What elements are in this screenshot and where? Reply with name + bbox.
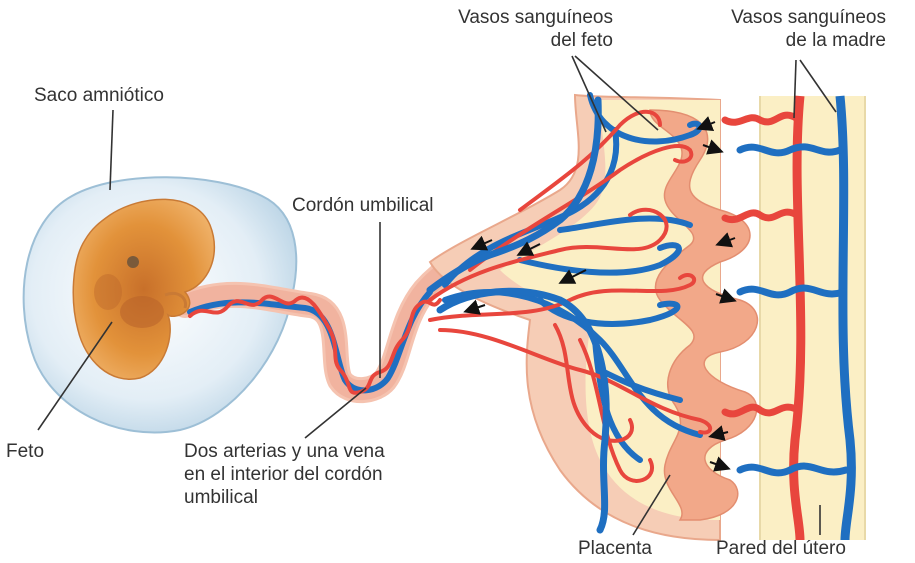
label-pared-utero: Pared del útero bbox=[716, 537, 846, 560]
intervillous-space bbox=[500, 100, 720, 520]
leader-lines bbox=[37, 55, 837, 536]
label-dos-arterias-line3: umbilical bbox=[184, 487, 258, 508]
label-pared-utero-text: Pared del útero bbox=[716, 538, 846, 559]
maternal-branches bbox=[721, 111, 850, 477]
label-feto: Feto bbox=[6, 440, 44, 463]
label-vasos-madre-line1: Vasos sanguíneos bbox=[731, 7, 886, 28]
cord-artery bbox=[188, 294, 442, 395]
label-vasos-feto-line2: del feto bbox=[550, 30, 613, 51]
label-vasos-madre-line2: de la madre bbox=[785, 30, 886, 51]
label-placenta: Placenta bbox=[578, 537, 652, 560]
fetus bbox=[72, 198, 215, 380]
label-placenta-text: Placenta bbox=[578, 538, 652, 559]
label-dos-arterias: Dos arterias y una vena en el interior d… bbox=[184, 440, 385, 509]
label-cordon-umbilical-text: Cordón umbilical bbox=[292, 195, 434, 216]
maternal-vein bbox=[835, 95, 856, 541]
label-vasos-feto-line1: Vasos sanguíneos bbox=[458, 7, 613, 28]
placenta-main-vein-2 bbox=[436, 287, 610, 534]
label-dos-arterias-line2: en el interior del cordón bbox=[184, 464, 383, 485]
label-vasos-feto: Vasos sanguíneos del feto bbox=[415, 6, 613, 52]
label-dos-arterias-line1: Dos arterias y una vena bbox=[184, 441, 385, 462]
label-saco-amniotico: Saco amniótico bbox=[34, 84, 164, 107]
label-saco-amniotico-text: Saco amniótico bbox=[34, 85, 164, 106]
placenta-lobes bbox=[649, 109, 759, 521]
label-cordon-umbilical: Cordón umbilical bbox=[292, 194, 434, 217]
maternal-artery bbox=[789, 95, 806, 541]
flow-arrows bbox=[463, 116, 737, 472]
label-feto-text: Feto bbox=[6, 441, 45, 462]
placenta-main-vein bbox=[426, 96, 602, 294]
label-vasos-madre: Vasos sanguíneos de la madre bbox=[688, 6, 886, 52]
